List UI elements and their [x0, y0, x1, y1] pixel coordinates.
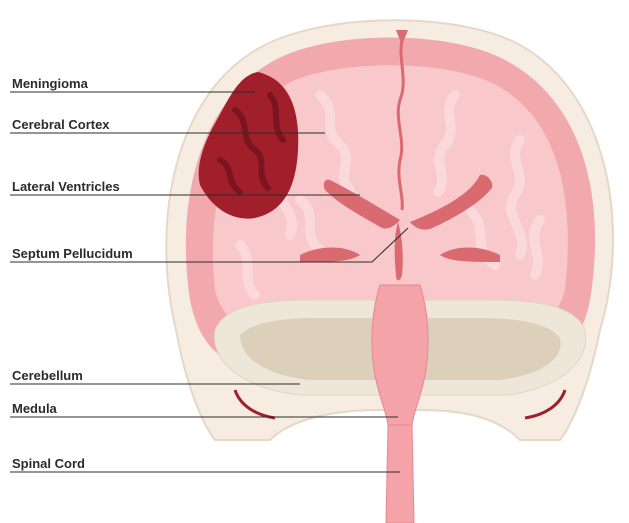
label-medula: Medula — [12, 401, 58, 416]
label-lateral-ventricles: Lateral Ventricles — [12, 179, 120, 194]
label-spinal-cord: Spinal Cord — [12, 456, 85, 471]
label-cerebellum: Cerebellum — [12, 368, 83, 383]
spinal-cord — [386, 425, 414, 523]
label-meningioma: Meningioma — [12, 76, 89, 91]
label-cerebral-cortex: Cerebral Cortex — [12, 117, 110, 132]
label-septum-pellucidum: Septum Pellucidum — [12, 246, 133, 261]
